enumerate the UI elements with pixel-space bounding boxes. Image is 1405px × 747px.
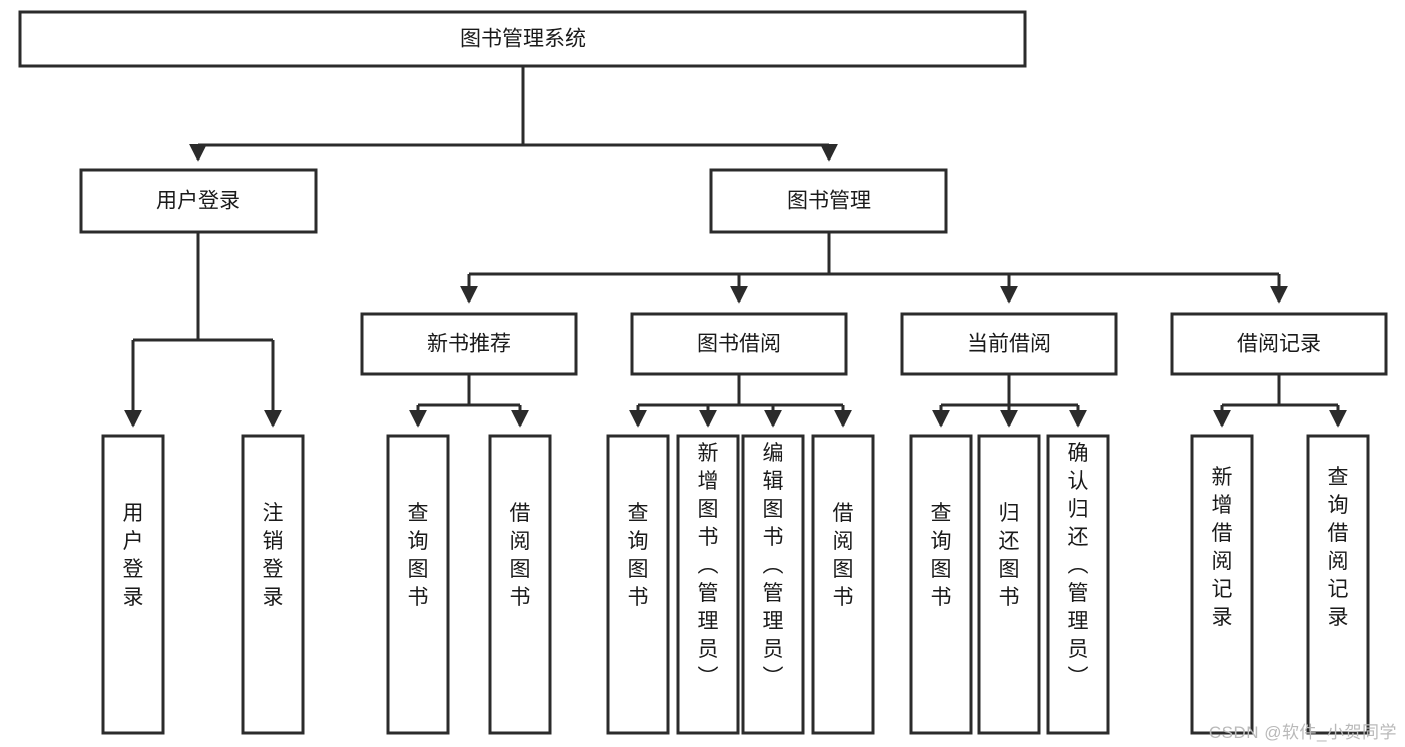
connector-group-borrow-record bbox=[1213, 374, 1347, 428]
node-leaf-query-book-3-label: 查询图书 bbox=[931, 502, 952, 609]
node-root-label: 图书管理系统 bbox=[460, 28, 586, 51]
node-leaf-add-record[interactable]: 新增借阅记录 bbox=[1190, 434, 1254, 735]
node-leaf-borrow-book-2[interactable]: 借阅图书 bbox=[811, 434, 875, 735]
node-book-borrow[interactable]: 图书借阅 bbox=[630, 312, 848, 376]
node-new-book-recommend[interactable]: 新书推荐 bbox=[360, 312, 578, 376]
node-leaf-add-book-label: 新增图书︵管理员︶ bbox=[698, 442, 719, 689]
node-leaf-logout-login[interactable]: 注销登录 bbox=[241, 434, 305, 735]
node-borrow-record-label: 借阅记录 bbox=[1237, 333, 1321, 356]
connector-group-user-login bbox=[124, 232, 282, 428]
node-leaf-user-login[interactable]: 用户登录 bbox=[101, 434, 165, 735]
node-leaf-return-book[interactable]: 归还图书 bbox=[977, 434, 1041, 735]
node-leaf-borrow-book-1[interactable]: 借阅图书 bbox=[488, 434, 552, 735]
node-leaf-query-record-label: 查询借阅记录 bbox=[1328, 466, 1349, 629]
node-book-manage-label: 图书管理 bbox=[787, 190, 871, 213]
node-leaf-borrow-book-2-label: 借阅图书 bbox=[833, 502, 854, 609]
node-leaf-query-book-3[interactable]: 查询图书 bbox=[909, 434, 973, 735]
node-borrow-record[interactable]: 借阅记录 bbox=[1170, 312, 1388, 376]
node-leaf-return-book-label: 归还图书 bbox=[999, 502, 1020, 609]
connector-group-current-borrow bbox=[932, 374, 1087, 428]
node-leaf-query-book-1-label: 查询图书 bbox=[408, 502, 429, 609]
node-book-manage[interactable]: 图书管理 bbox=[709, 168, 948, 234]
node-new-book-recommend-label: 新书推荐 bbox=[427, 333, 511, 356]
connector-group-root bbox=[189, 66, 838, 162]
node-user-login[interactable]: 用户登录 bbox=[79, 168, 318, 234]
node-leaf-query-book-2-label: 查询图书 bbox=[628, 502, 649, 609]
csdn-watermark: CSDN @软件_小贺同学 bbox=[1208, 723, 1397, 742]
connector-group-book-manage bbox=[460, 232, 1288, 304]
node-user-login-label: 用户登录 bbox=[156, 190, 240, 213]
node-leaf-borrow-book-1-label: 借阅图书 bbox=[510, 502, 531, 609]
node-current-borrow[interactable]: 当前借阅 bbox=[900, 312, 1118, 376]
node-leaf-edit-book-label: 编辑图书︵管理员︶ bbox=[763, 442, 784, 689]
node-leaf-edit-book[interactable]: 编辑图书︵管理员︶ bbox=[741, 434, 805, 735]
node-root[interactable]: 图书管理系统 bbox=[18, 10, 1027, 68]
node-book-borrow-label: 图书借阅 bbox=[697, 333, 781, 356]
connector-group-new-book-recommend bbox=[409, 374, 529, 428]
node-leaf-query-book-1[interactable]: 查询图书 bbox=[386, 434, 450, 735]
connector-group-book-borrow bbox=[629, 374, 852, 428]
node-leaf-query-record[interactable]: 查询借阅记录 bbox=[1306, 434, 1370, 735]
node-leaf-confirm-return[interactable]: 确认归还︵管理员︶ bbox=[1046, 434, 1110, 735]
node-leaf-confirm-return-label: 确认归还︵管理员︶ bbox=[1068, 442, 1089, 689]
node-current-borrow-label: 当前借阅 bbox=[967, 333, 1051, 356]
node-leaf-add-record-label: 新增借阅记录 bbox=[1212, 466, 1233, 629]
node-leaf-query-book-2[interactable]: 查询图书 bbox=[606, 434, 670, 735]
node-leaf-logout-login-label: 注销登录 bbox=[263, 502, 284, 609]
node-leaf-user-login-label: 用户登录 bbox=[123, 502, 144, 609]
node-leaf-add-book[interactable]: 新增图书︵管理员︶ bbox=[676, 434, 740, 735]
